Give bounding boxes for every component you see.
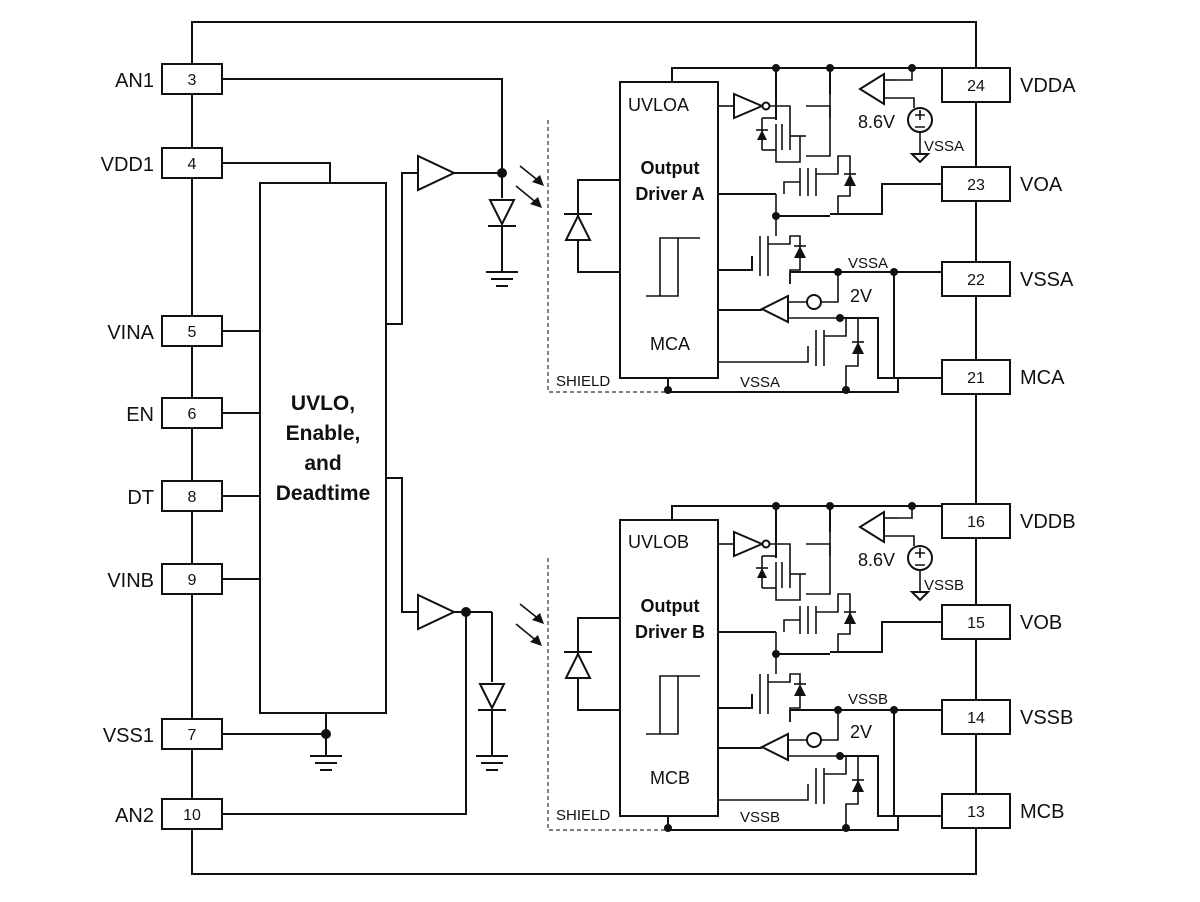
pin-number: 6: [188, 406, 197, 423]
pin-label: MCB: [1020, 801, 1064, 823]
pin-label: AN2: [115, 805, 154, 827]
pin-label: MCA: [1020, 367, 1065, 389]
vssb-bottom-label: VSSB: [740, 809, 780, 826]
ref-voltage-b: 8.6V: [858, 550, 895, 570]
pin-number: 16: [967, 514, 985, 531]
clamp-voltage-b: 2V: [850, 722, 872, 742]
vssa-rail-label: VSSA: [848, 255, 888, 272]
pin-label: VDDB: [1020, 511, 1076, 533]
pin-label: VINB: [107, 570, 154, 592]
pin-label: VSS1: [103, 725, 154, 747]
pin-vssa[interactable]: 22 VSSA: [941, 261, 1074, 297]
mca-label: MCA: [650, 334, 690, 354]
pin-vinb[interactable]: 9 VINB: [107, 563, 223, 595]
shield-label-b: SHIELD: [556, 807, 610, 824]
output-driver-b: UVLOB Output Driver B MCB 8.6V VSSB 2V V…: [515, 501, 964, 833]
ref-node-b: VSSB: [924, 577, 964, 594]
uvloa-label: UVLOA: [628, 95, 689, 115]
block-title-line: Deadtime: [276, 482, 371, 505]
driver-b-title: Driver B: [635, 622, 705, 642]
pin-number: 21: [967, 370, 985, 387]
left-pins: 3 AN1 4 VDD1 5 VINA 6 EN 8 DT 9 VINB: [101, 63, 223, 830]
driver-b-title: Output: [641, 596, 700, 616]
pin-number: 24: [967, 78, 985, 95]
uvlo-enable-deadtime-block: UVLO, Enable, and Deadtime: [259, 182, 387, 714]
block-title-line: Enable,: [286, 422, 361, 445]
pin-label: VSSA: [1020, 269, 1074, 291]
pin-voa[interactable]: 23 VOA: [941, 166, 1063, 202]
pin-label: VOA: [1020, 174, 1063, 196]
pin-vss1[interactable]: 7 VSS1: [103, 718, 223, 750]
pin-label: VDDA: [1020, 75, 1076, 97]
pin-number: 7: [188, 727, 197, 744]
pin-an1[interactable]: 3 AN1: [115, 63, 223, 95]
package-outline: [191, 21, 977, 875]
pin-number: 14: [967, 710, 985, 727]
block-title-line: UVLO,: [291, 392, 355, 415]
pin-number: 15: [967, 615, 985, 632]
pin-number: 23: [967, 177, 985, 194]
pin-vdd1[interactable]: 4 VDD1: [101, 147, 223, 179]
clamp-voltage-a: 2V: [850, 286, 872, 306]
shield-label-a: SHIELD: [556, 373, 610, 390]
pin-label: DT: [127, 487, 154, 509]
pin-mcb[interactable]: 13 MCB: [941, 793, 1064, 829]
pin-vina[interactable]: 5 VINA: [107, 315, 223, 347]
block-title-line: and: [304, 452, 341, 475]
mcb-label: MCB: [650, 768, 690, 788]
right-pins: 24 VDDA 23 VOA 22 VSSA 21 MCA 16 VDDB 15…: [941, 67, 1076, 829]
pin-an2[interactable]: 10 AN2: [115, 798, 223, 830]
pin-label: AN1: [115, 70, 154, 92]
pin-number: 22: [967, 272, 985, 289]
pin-number: 3: [188, 72, 197, 89]
ref-voltage-a: 8.6V: [858, 112, 895, 132]
pin-label: EN: [126, 404, 154, 426]
pin-label: VINA: [107, 322, 154, 344]
pin-label: VOB: [1020, 612, 1062, 634]
pin-number: 13: [967, 804, 985, 821]
vssb-rail-label: VSSB: [848, 691, 888, 708]
pin-label: VDD1: [101, 154, 154, 176]
driver-a-title: Output: [641, 158, 700, 178]
ref-node-a: VSSA: [924, 138, 964, 155]
pin-vdda[interactable]: 24 VDDA: [941, 67, 1076, 103]
pin-number: 5: [188, 324, 197, 341]
pin-vddb[interactable]: 16 VDDB: [941, 503, 1076, 539]
pin-number: 10: [183, 807, 201, 824]
driver-a-title: Driver A: [635, 184, 704, 204]
pin-number: 9: [188, 572, 197, 589]
uvlob-label: UVLOB: [628, 532, 689, 552]
output-driver-a: UVLOA Output Driver A MCA 8.6V VSSA 2V V…: [515, 63, 964, 395]
pin-mca[interactable]: 21 MCA: [941, 359, 1065, 395]
pin-vssb[interactable]: 14 VSSB: [941, 699, 1073, 735]
pin-number: 8: [188, 489, 197, 506]
vssa-bottom-label: VSSA: [740, 374, 780, 391]
input-wiring: [222, 78, 518, 815]
pin-en[interactable]: 6 EN: [126, 397, 223, 429]
pin-label: VSSB: [1020, 707, 1073, 729]
pin-dt[interactable]: 8 DT: [127, 480, 223, 512]
pin-number: 4: [188, 156, 197, 173]
pin-vob[interactable]: 15 VOB: [941, 604, 1062, 640]
